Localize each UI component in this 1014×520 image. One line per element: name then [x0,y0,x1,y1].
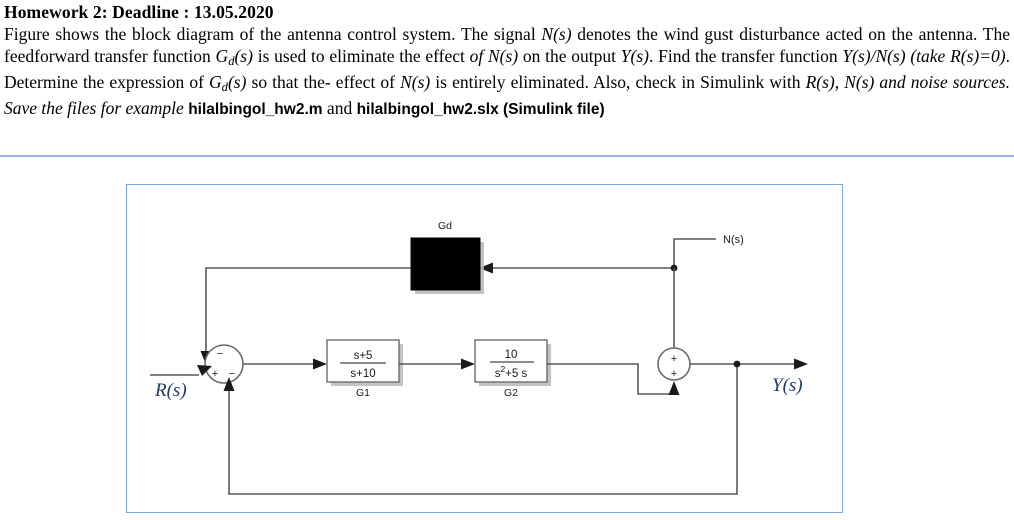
block-g2-denominator-base: s [495,368,501,380]
block-g1-denominator: s+10 [350,368,375,380]
block-g2-denominator: s2+5 s [495,364,528,380]
block-g2-body [474,339,548,383]
gd-symbol-2: Gd(s) [209,71,247,94]
block-g1-label: G1 [356,387,370,399]
gd-base-2: G [209,71,222,92]
wire-n-to-gd [479,262,674,274]
paragraph-segment-3: is used to eliminate the effect [252,45,470,66]
gd-tail-2: (s) [227,71,247,92]
signal-ns-1: N(s) [541,24,572,44]
arrowhead-into-g2 [461,358,475,370]
transfer-ratio: Y(s)/N(s) [842,45,906,66]
sum-left-sign-bottom: − [229,368,235,380]
disturbance-input-ns: N(s) [670,234,744,272]
gd-base-1: G [215,45,229,66]
wire-g2-to-right-sum [547,363,680,395]
filename-m: hilalbingol_hw2.m [188,101,323,119]
block-g1[interactable]: s+5 s+10 G1 [326,339,403,399]
simulink-instruction: R(s), N(s) and noise sources. Save the f… [4,71,1010,119]
arrowhead-into-left-sum-feedback [223,377,235,391]
summing-junction-left-body [204,344,244,384]
wire-g1-to-g2 [399,358,475,370]
block-g2-denominator-tail: +5 s [505,368,527,380]
summing-junction-left[interactable]: − + − [204,344,244,384]
reference-input-rs: R(s) [150,365,212,401]
paragraph-segment-2: denotes the wind gust disturbance acted … [4,24,1010,66]
disturbance-label: N(s) [723,234,744,246]
block-diagram-svg: Gd N(s) − + − R(s) [150,220,808,495]
paragraph-segment-1: Figure shows the block diagram of the an… [4,24,542,44]
arrowhead-output [794,358,808,370]
sum-left-sign-left: + [212,368,218,380]
paragraph-segment-8: is entirely eliminated. Also, check in S… [430,71,806,92]
block-g2-denominator-sup: 2 [500,364,505,374]
paragraph-segment-7: so that the- effect of [246,71,401,92]
homework-paragraph: Figure shows the block diagram of the an… [4,24,1010,121]
header-divider [0,155,1014,157]
feedback-wire [223,364,738,495]
problem-statement: Homework 2: Deadline : 13.05.2020 Figure… [4,2,1010,121]
output-label: Y(s) [772,375,803,396]
arrowhead-into-left-sum-ref [197,365,212,376]
sum-right-sign-bottom: + [671,368,677,380]
block-diagram-panel: Gd N(s) − + − R(s) [126,184,843,513]
take-condition: (take R(s)=0) [905,45,1006,66]
block-g2-label: G2 [504,387,518,399]
arrowhead-into-g1 [313,358,327,370]
signal-ns-2: N(s) [400,71,431,92]
block-g2-numerator: 10 [505,349,518,361]
conjunction-and: and [322,98,357,119]
homework-title: Homework 2: Deadline : 13.05.2020 [4,2,274,22]
gd-tail-1: (s) [234,45,253,66]
paragraph-segment-6: . Determine the expression of [4,45,1011,92]
sum-right-sign-top: + [671,353,677,365]
block-gd-body [410,237,481,291]
of-ns-italic: of N(s) [469,45,519,66]
signal-ys-1: Y(s) [620,45,649,66]
block-gd-label: Gd [438,220,452,232]
arrowhead-into-right-sum-bottom [668,381,680,395]
summing-junction-right[interactable]: + + [657,347,691,381]
paragraph-segment-4: on the output [518,45,621,66]
sum-left-sign-top: − [217,348,223,360]
wire-sum-to-g1 [243,358,327,370]
arrowhead-into-gd [479,262,493,274]
paragraph-segment-5: . Find the transfer function [648,45,843,66]
block-g2[interactable]: 10 s2+5 s G2 [474,339,551,399]
filename-slx: hilalbingol_hw2.slx (Simulink file) [356,101,605,119]
reference-label: R(s) [154,380,187,401]
output-wire-ys: Y(s) [690,358,808,396]
block-gd[interactable]: Gd [410,220,484,294]
gd-subscript-1: d [228,53,235,68]
gd-symbol-1: Gd(s) [215,45,253,68]
junction-dot-output [733,360,741,368]
block-g1-numerator: s+5 [354,350,373,362]
gd-subscript-2: d [221,79,228,94]
block-g1-body [326,339,400,383]
